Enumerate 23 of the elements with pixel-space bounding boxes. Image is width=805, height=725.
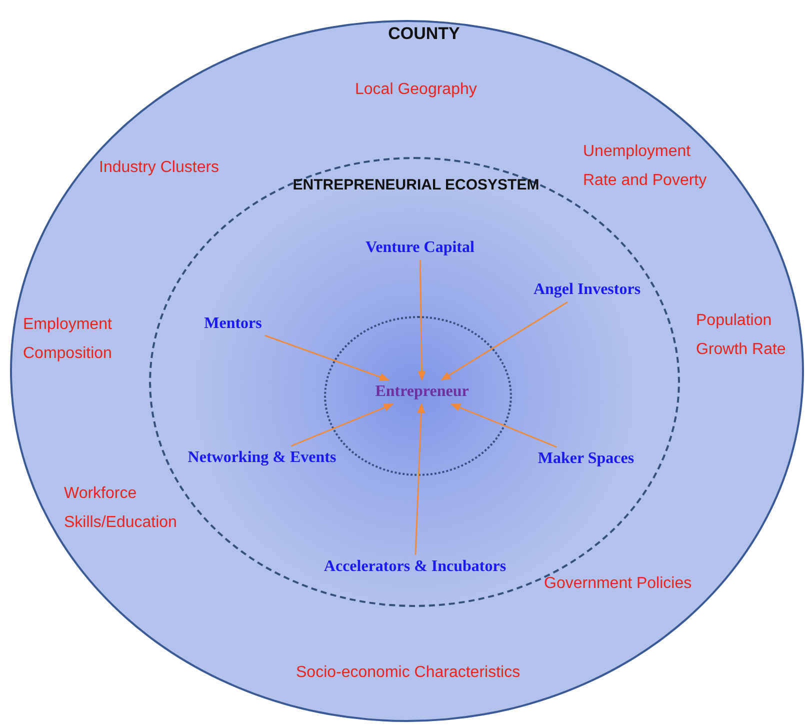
factor-label: Industry Clusters [99,158,220,178]
factor-label: Government Policies [544,574,692,594]
node-label: Angel Investors [533,281,641,299]
ellipse-title: COUNTY [388,24,460,44]
node-label: Venture Capital [366,239,474,257]
node-label: Networking & Events [188,449,336,467]
arrow [450,403,557,448]
factor-label: Unemployment Rate and Poverty [583,142,708,191]
node-label: Mentors [204,315,262,333]
factor-label: Employment Composition [23,315,113,364]
node-label: Maker Spaces [538,450,634,468]
factor-label: Socio-economic Characteristics [296,663,520,683]
arrow [418,260,426,381]
factor-label: Local Geography [355,80,477,100]
node-label: Entrepreneur [375,383,469,401]
arrow [290,403,394,447]
factor-label: Workforce Skills/Education [64,484,178,533]
node-label: Accelerators & Incubators [324,558,506,576]
arrow [414,403,426,556]
arrow [264,334,390,381]
factor-label: Population Growth Rate [696,311,787,360]
arrow [440,301,568,381]
ellipse-title: ENTREPRENEURIAL ECOSYSTEM [292,176,540,194]
